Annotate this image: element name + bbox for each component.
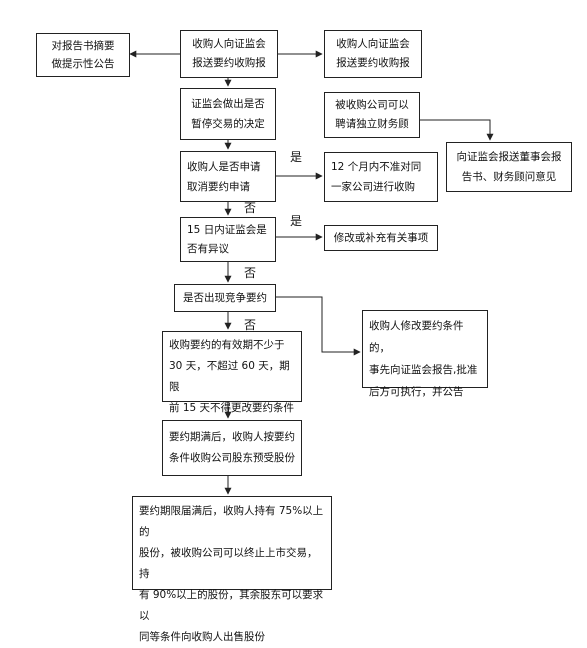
yes-label-apply-cancel: 是 <box>290 150 303 164</box>
no-label-competing: 否 <box>244 318 257 332</box>
offer-expiry-purchase-box: 要约期满后，收购人按要约 条件收购公司股东预受股份 <box>162 420 302 476</box>
announce-summary-box: 对报告书摘要 做提示性公告 <box>36 33 130 77</box>
arrow-competing-to-modify <box>276 296 361 356</box>
arrow-advisor-to-board <box>420 119 494 141</box>
report-to-csrc-box: 收购人向证监会 报送要约收购报 <box>180 30 278 78</box>
hire-financial-advisor-box: 被收购公司可以 聘请独立财务顾 <box>324 92 420 138</box>
suspend-trading-decision-box: 证监会做出是否 暂停交易的决定 <box>180 88 276 140</box>
board-report-box: 向证监会报送董事会报 告书、财务顾问意见 <box>446 142 572 192</box>
connector-layer <box>129 50 494 495</box>
offer-validity-period-box: 收购要约的有效期不少于 30 天，不超过 60 天，期限 前 15 天不得更改要… <box>162 331 302 414</box>
twelve-month-ban-box: 12 个月内不准对同 一家公司进行收购 <box>324 152 438 202</box>
csrc-objection-decision-box: 15 日内证监会是 否有异议 <box>180 217 276 262</box>
revise-supplement-box: 修改或补充有关事项 <box>324 225 438 251</box>
competing-offer-decision-box: 是否出现竞争要约 <box>174 284 276 312</box>
no-label-objection: 否 <box>244 266 257 280</box>
no-label-apply-cancel: 否 <box>244 201 257 215</box>
yes-label-objection: 是 <box>290 214 303 228</box>
final-outcome-box: 要约期限届满后，收购人持有 75%以上的 股份，被收购公司可以终止上市交易，持 … <box>132 496 332 643</box>
apply-cancel-offer-decision-box: 收购人是否申请 取消要约申请 <box>180 151 276 202</box>
modify-offer-conditions-box: 收购人修改要约条件的， 事先向证监会报告,批准 后方可执行，并公告 <box>362 310 488 398</box>
report-to-csrc-copy-box: 收购人向证监会 报送要约收购报 <box>324 30 422 78</box>
